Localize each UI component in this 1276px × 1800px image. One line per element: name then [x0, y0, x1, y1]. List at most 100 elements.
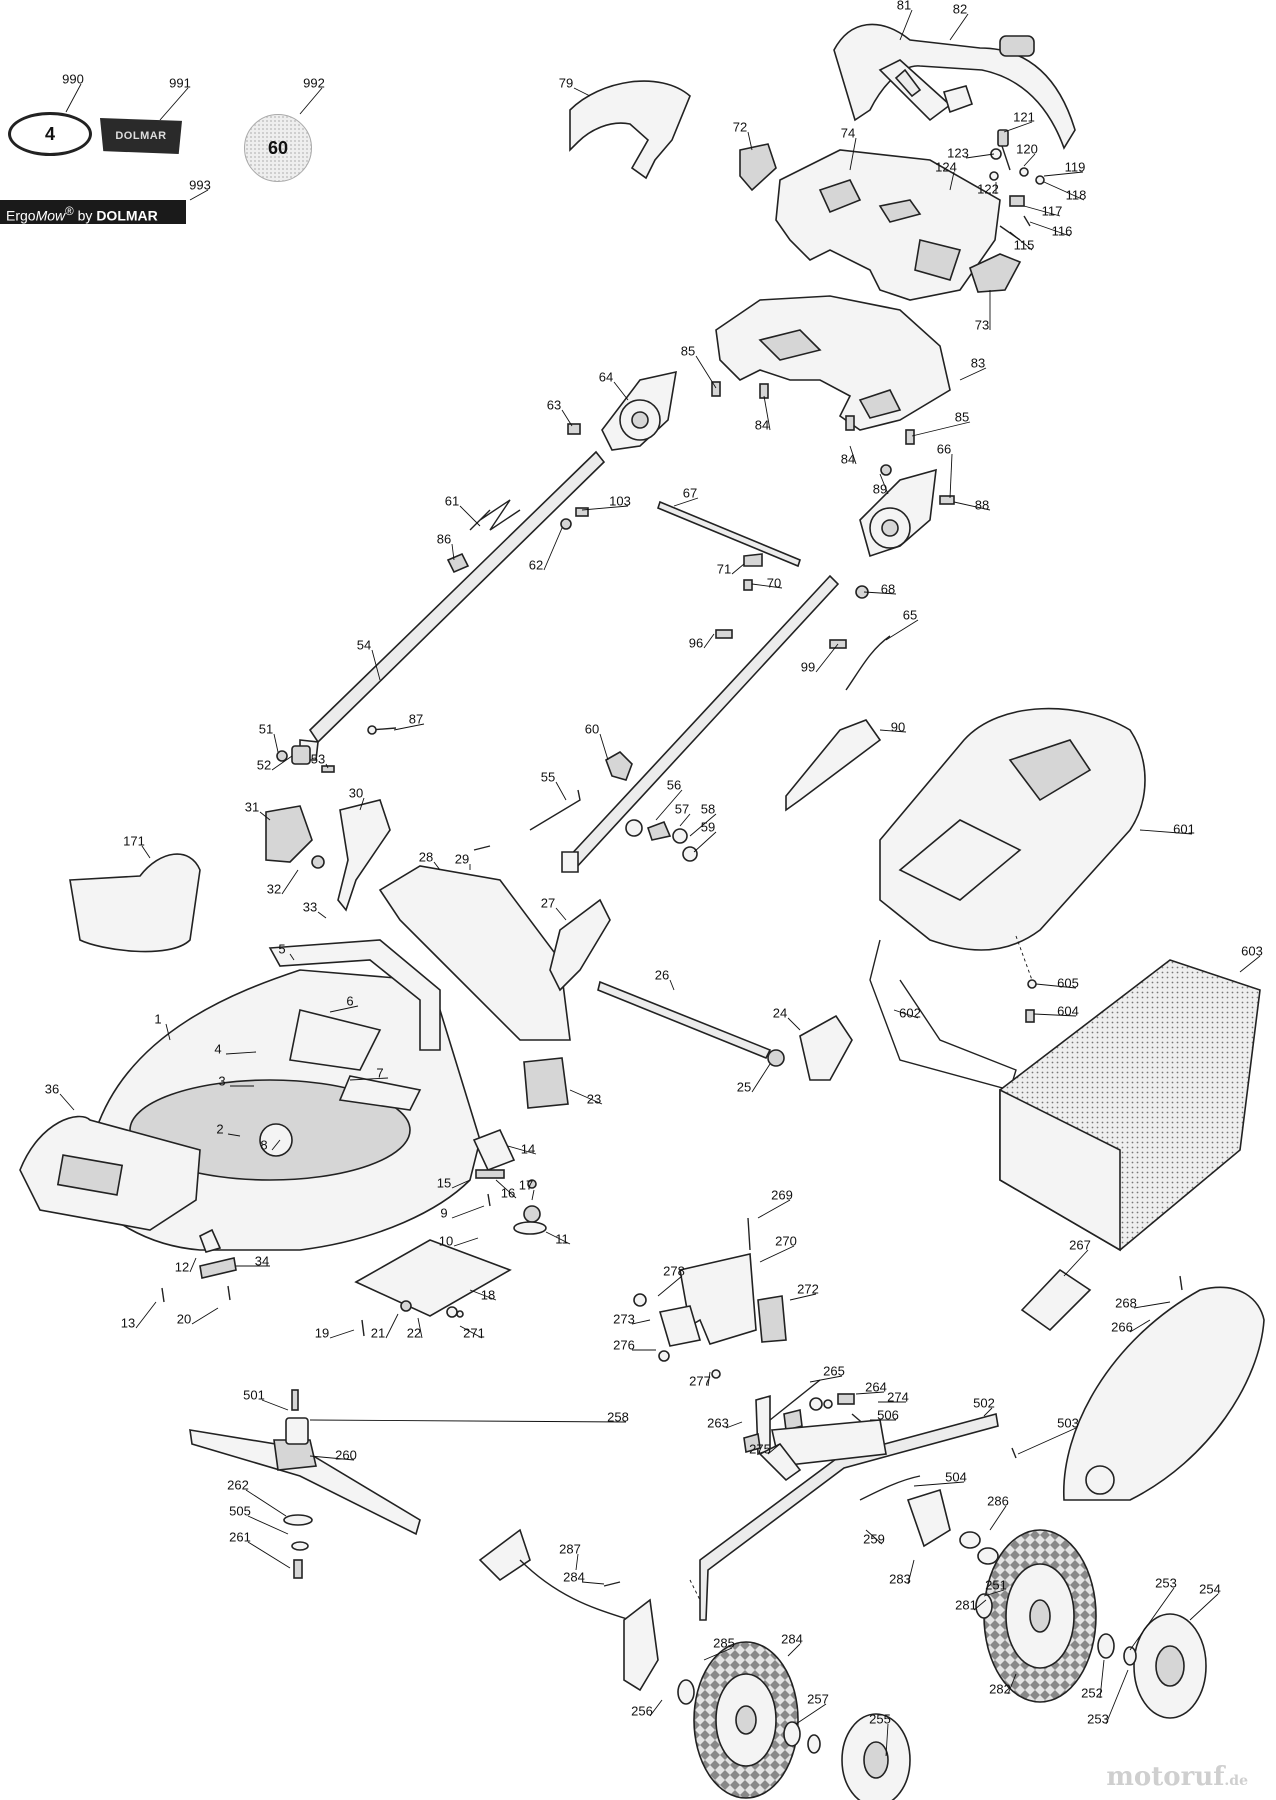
leader-line-57	[679, 813, 691, 827]
leader-line-65	[885, 619, 919, 641]
part-callout-284: 284	[781, 1631, 803, 1646]
part-callout-503: 503	[1057, 1415, 1079, 1430]
part-callout-501: 501	[243, 1387, 265, 1402]
leader-line-505	[247, 1515, 289, 1535]
leader-line-259	[865, 1529, 883, 1545]
part-callout-26: 26	[655, 967, 669, 982]
leader-line-281	[973, 1599, 987, 1611]
part-callout-284: 284	[563, 1569, 585, 1584]
part-callout-274: 274	[887, 1389, 909, 1404]
leader-line-31	[259, 811, 271, 821]
leader-line-6	[329, 1005, 359, 1013]
leader-line-56	[655, 789, 683, 821]
part-callout-258: 258	[607, 1409, 629, 1424]
leader-line-28	[433, 861, 441, 871]
part-callout-604: 604	[1057, 1003, 1079, 1018]
part-callout-16: 16	[501, 1185, 515, 1200]
part-callout-261: 261	[229, 1529, 251, 1544]
leader-line-55	[555, 781, 567, 801]
part-callout-99: 99	[801, 659, 815, 674]
leader-line-258	[309, 1419, 627, 1423]
leader-line-96	[703, 633, 715, 649]
part-60	[605, 751, 633, 781]
part-callout-119: 119	[1065, 159, 1086, 174]
leader-line-262	[245, 1489, 287, 1517]
part-callout-70: 70	[767, 575, 781, 590]
leader-line-287	[575, 1553, 579, 1571]
leader-line-121	[1003, 121, 1033, 133]
part-callout-71: 71	[717, 561, 731, 576]
leader-line-269	[757, 1199, 791, 1219]
part-callout-1: 1	[154, 1011, 161, 1026]
leader-line-171	[141, 845, 151, 859]
part-callout-262: 262	[227, 1477, 249, 1492]
part-callout-68: 68	[881, 581, 895, 596]
leader-line-2	[227, 1133, 241, 1137]
leader-line-82	[949, 13, 969, 41]
leader-line-17	[531, 1189, 535, 1201]
leader-line-61	[459, 505, 481, 527]
leader-line-33	[317, 911, 327, 919]
part-callout-270: 270	[775, 1233, 797, 1248]
part-27	[549, 898, 611, 992]
leader-line-66	[949, 453, 953, 499]
leader-line-60	[599, 733, 609, 761]
leader-line-256	[649, 1699, 663, 1717]
part-callout-285: 285	[713, 1635, 735, 1650]
part-callout-82: 82	[953, 1, 967, 16]
part-callout-11: 11	[555, 1231, 569, 1246]
part-callout-103: 103	[609, 493, 631, 508]
part-callout-4: 4	[214, 1041, 221, 1056]
leader-line-116	[1029, 221, 1071, 237]
part-callout-64: 64	[599, 369, 613, 384]
leader-line-601	[1139, 829, 1193, 835]
leader-line-103	[581, 505, 629, 511]
part-callout-29: 29	[455, 851, 469, 866]
part-callout-117: 117	[1042, 203, 1063, 218]
part-31	[265, 805, 313, 863]
part-callout-282: 282	[989, 1681, 1011, 1696]
part-callout-96: 96	[689, 635, 703, 650]
leader-line-254	[1189, 1593, 1219, 1621]
part-callout-17: 17	[519, 1177, 533, 1192]
part-callout-84: 84	[841, 451, 855, 466]
part-callout-286: 286	[987, 1493, 1009, 1508]
part-callout-89: 89	[873, 481, 887, 496]
leader-line-70	[751, 583, 783, 589]
part-callout-252: 252	[1081, 1685, 1103, 1700]
part-callout-32: 32	[267, 881, 281, 896]
part-callout-602: 602	[899, 1005, 921, 1020]
leader-line-264	[855, 1391, 885, 1395]
part-callout-281: 281	[955, 1597, 977, 1612]
part-callout-55: 55	[541, 769, 555, 784]
part-callout-259: 259	[863, 1531, 885, 1546]
part-callout-36: 36	[45, 1081, 59, 1096]
leader-line-64	[613, 381, 629, 401]
leader-line-59	[693, 831, 717, 853]
part-callout-51: 51	[259, 721, 273, 736]
part-callout-267: 267	[1069, 1237, 1091, 1252]
leader-line-270	[759, 1245, 795, 1263]
leader-line-10	[453, 1237, 479, 1247]
part-callout-19: 19	[315, 1325, 329, 1340]
leader-line-272	[789, 1293, 817, 1301]
part-callout-256: 256	[631, 1703, 653, 1718]
blade-assembly	[189, 1389, 421, 1579]
leader-line-53	[325, 763, 329, 769]
part-callout-116: 116	[1052, 223, 1073, 238]
leader-line-605	[1035, 983, 1077, 989]
leader-line-83	[959, 367, 987, 381]
part-callout-605: 605	[1057, 975, 1079, 990]
leader-line-267	[1063, 1249, 1089, 1277]
part-callout-90: 90	[891, 719, 905, 734]
part-callout-269: 269	[771, 1187, 793, 1202]
part-callout-86: 86	[437, 531, 451, 546]
leader-line-84	[763, 395, 771, 431]
part-90	[785, 719, 882, 812]
leader-line-87	[393, 723, 425, 731]
part-callout-118: 118	[1066, 187, 1087, 202]
part-callout-120: 120	[1016, 141, 1038, 156]
part-callout-122: 122	[977, 181, 999, 196]
part-callout-264: 264	[865, 1379, 887, 1394]
